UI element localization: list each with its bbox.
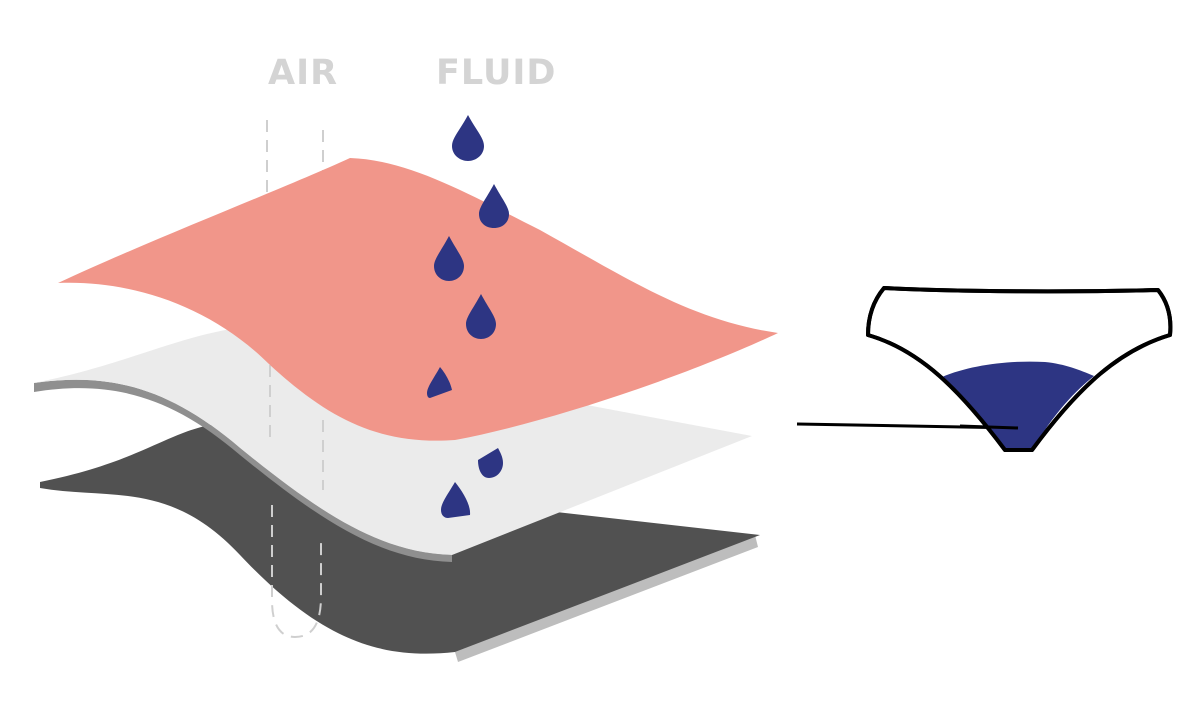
water-drop-icon: [434, 236, 464, 281]
water-drop-icon: [478, 448, 503, 478]
fluid-drops: [427, 115, 509, 518]
middle-layer: [34, 324, 752, 562]
underwear-gusset: [942, 361, 1094, 450]
top-layer-fabric: [58, 158, 778, 441]
water-drop-icon: [427, 367, 452, 398]
water-drop-icon: [452, 115, 484, 161]
air-label: AIR: [268, 53, 339, 93]
water-drop-icon: [441, 482, 471, 518]
bottom-layer-edge: [455, 535, 758, 662]
water-drop-icon: [479, 184, 509, 228]
underwear-outline-overlay: [866, 286, 1173, 452]
underwear-icon: [866, 286, 1173, 452]
middle-layer-fabric: [34, 324, 752, 555]
connector-end: [959, 424, 1019, 430]
fluid-label: FLUID: [436, 53, 557, 93]
air-path-bottom-loop: [271, 505, 322, 639]
water-drop-icon: [466, 294, 496, 339]
